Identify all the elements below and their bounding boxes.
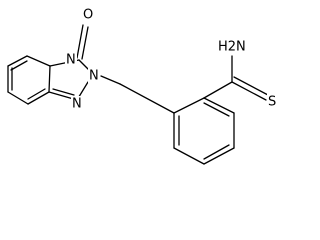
carbonyl-oxygen-label: O [83,8,93,23]
bond-py-5 [7,91,29,105]
bond-c-s-1 [231,81,267,101]
molecule-drawing: O N N N H2N S [7,6,280,165]
nitrogen-3-label-bg [71,96,83,111]
ring-nitrogen-1-label: N [66,53,76,68]
ring-nitrogen-2-label: N [89,69,99,84]
oxygen-label-bg [81,6,94,22]
amide-nitrogen-label: H2N [218,40,246,55]
bond-tz-4-inner [52,88,75,96]
bond-bz-4 [203,147,235,165]
bond-py-1-inner [10,60,28,71]
bond-bz-5 [173,147,205,165]
bond-bz-2 [203,97,235,114]
nitrogen-2-label-bg [88,68,100,83]
bond-carbonyl-2 [81,26,89,60]
bond-ar-cs [203,81,233,99]
sulfur-label-bg [267,93,280,109]
bond-bz-1 [173,97,205,114]
structure-diagram: O N N N H2N S [7,6,280,165]
thio-sulfur-label: S [268,95,276,110]
bond-bz-2-inner [203,102,230,117]
bond-carbonyl-1 [76,24,84,59]
bond-py-2 [26,55,51,67]
bond-n-ch2 [100,75,121,85]
bond-py-4-inner [27,88,46,100]
bond-ch2-ar [119,83,175,114]
bond-py-3 [48,65,51,93]
nitrogen-1-label-bg [65,52,77,67]
bond-py-4 [27,91,50,105]
bond-tz-2 [78,59,90,71]
ring-nitrogen-3-label: N [72,97,82,112]
bond-c-s-2 [233,76,269,96]
bond-bz-4-inner [203,144,230,160]
bond-py-1 [7,55,28,67]
amide-nitrogen-label-bg [216,38,246,54]
